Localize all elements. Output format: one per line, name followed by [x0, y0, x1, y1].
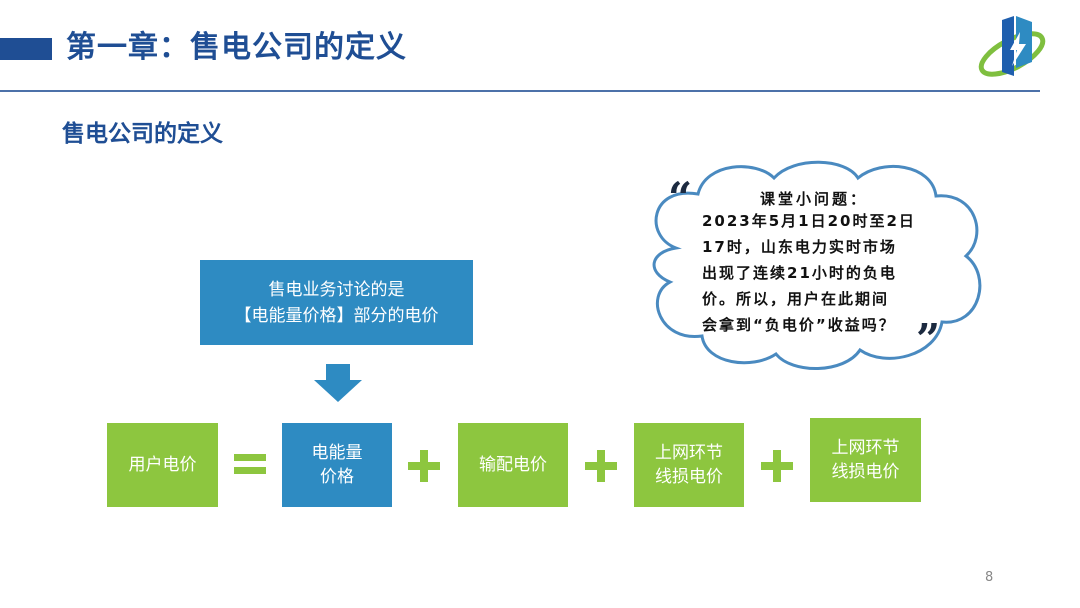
- question-line: 2023年5月1日20时至2日: [702, 208, 948, 234]
- header-accent-bar: [0, 38, 52, 60]
- question-line: 17时，山东电力实时市场: [702, 234, 948, 260]
- plus-icon: [761, 450, 793, 482]
- note-line: 【电能量价格】部分的电价: [200, 303, 473, 329]
- header-divider: [0, 90, 1040, 92]
- question-line: 出现了连续21小时的负电: [702, 260, 948, 286]
- transmission-price-box: 输配电价: [458, 423, 568, 507]
- energy-price-label: 电能量: [312, 441, 363, 465]
- loss-price-label: 上网环节: [832, 436, 900, 460]
- equals-icon: [234, 452, 266, 476]
- loss-price-label: 上网环节: [655, 441, 723, 465]
- plus-icon: [585, 450, 617, 482]
- energy-price-label: 价格: [320, 465, 354, 489]
- arrow-down-icon: [314, 364, 362, 402]
- loss-price-label: 线损电价: [832, 460, 900, 484]
- page-title: 第一章：售电公司的定义: [66, 28, 407, 68]
- energy-price-box: 电能量 价格: [282, 423, 392, 507]
- question-line: 会拿到“负电价”收益吗？: [702, 312, 948, 338]
- question-line: 价。所以，用户在此期间: [702, 286, 948, 312]
- note-line: 售电业务讨论的是: [200, 277, 473, 303]
- user-price-box: 用户电价: [107, 423, 218, 507]
- open-quote-icon: “: [668, 178, 692, 218]
- note-box: 售电业务讨论的是 【电能量价格】部分的电价: [200, 260, 473, 345]
- loss-price-box-b: 上网环节 线损电价: [810, 418, 921, 502]
- plus-icon: [408, 450, 440, 482]
- transmission-price-label: 输配电价: [479, 453, 547, 477]
- section-title: 售电公司的定义: [62, 118, 223, 150]
- user-price-label: 用户电价: [129, 453, 197, 477]
- loss-price-label: 线损电价: [655, 465, 723, 489]
- loss-price-box: 上网环节 线损电价: [634, 423, 744, 507]
- company-logo-icon: [976, 14, 1050, 80]
- question-body: 2023年5月1日20时至2日 17时，山东电力实时市场 出现了连续21小时的负…: [702, 208, 948, 338]
- page-number: 8: [985, 570, 993, 585]
